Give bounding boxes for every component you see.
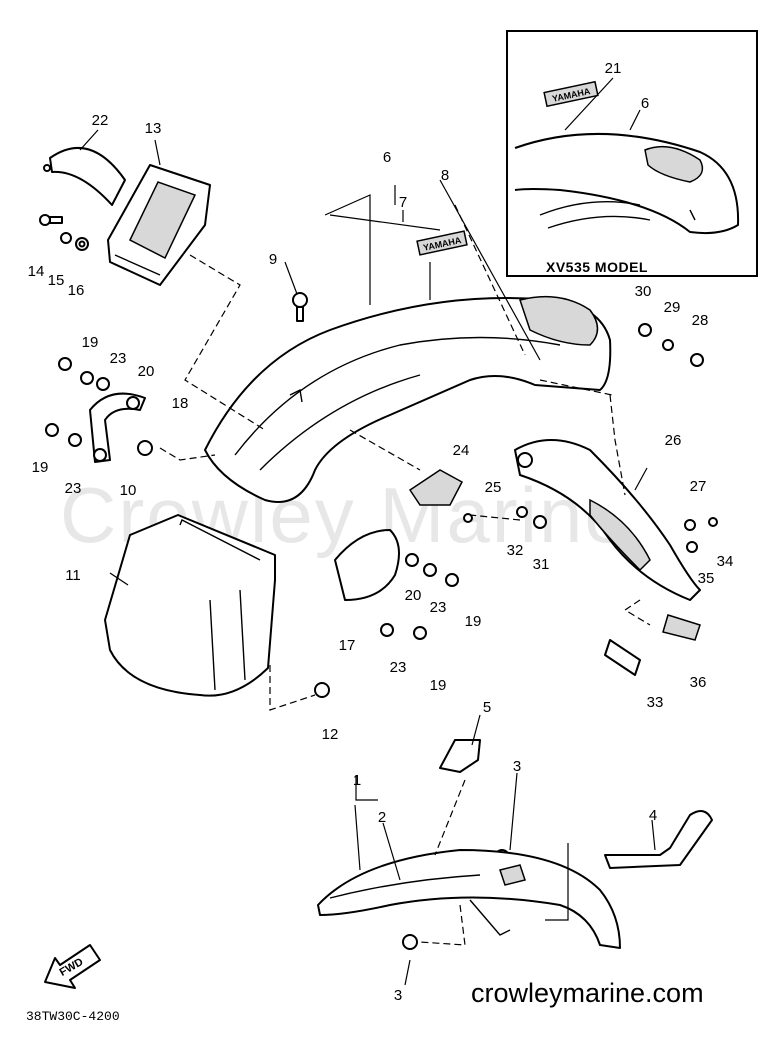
tail-lens	[43, 147, 126, 206]
site-watermark: crowleymarine.com	[471, 978, 704, 1008]
callout-30: 30	[635, 283, 652, 300]
callout-23d: 23	[390, 659, 407, 676]
fender-stay	[514, 439, 701, 601]
callout-28: 28	[692, 312, 709, 329]
callout-35: 35	[698, 570, 715, 587]
callout-8: 8	[441, 167, 449, 184]
callout-6b: 6	[641, 95, 649, 112]
callout-6a: 6	[383, 149, 391, 166]
callout-23a: 23	[110, 350, 127, 367]
callout-5: 5	[483, 699, 491, 716]
callout-4: 4	[649, 807, 657, 824]
callout-33: 33	[647, 694, 664, 711]
callout-34: 34	[717, 553, 734, 570]
assembly-lines	[159, 204, 651, 946]
callout-7: 7	[399, 194, 407, 211]
front-fender	[317, 849, 621, 949]
callout-17: 17	[339, 637, 356, 654]
callout-23c: 23	[430, 599, 447, 616]
cover-plate	[334, 529, 400, 601]
callout-9: 9	[269, 251, 277, 268]
callout-2: 2	[378, 809, 386, 826]
callout-3a: 3	[513, 758, 521, 775]
rear-fender: YAMAHA	[204, 230, 612, 503]
callouts: 1 2 3 3 4 5 6 6 7 8 9 10 11 12 13 14 15 …	[28, 60, 734, 1004]
fwd-arrow: FWD	[44, 944, 101, 989]
inset-model-label: XV535 MODEL	[546, 259, 648, 275]
leader-lines	[79, 77, 656, 986]
callout-14: 14	[28, 263, 45, 280]
rear-flap	[104, 514, 276, 697]
plate-pad	[662, 614, 701, 641]
callout-26: 26	[665, 432, 682, 449]
callout-19a: 19	[82, 334, 99, 351]
callout-16: 16	[68, 282, 85, 299]
callout-1: 1	[353, 772, 361, 789]
callout-21: 21	[605, 60, 622, 77]
clamp	[408, 469, 464, 506]
callout-24: 24	[453, 442, 470, 459]
callout-19c: 19	[465, 613, 482, 630]
inset-decal	[543, 80, 599, 108]
callout-19b: 19	[32, 459, 49, 476]
callout-20a: 20	[138, 363, 155, 380]
inset-fender: YAMAHA	[514, 80, 740, 235]
callout-15: 15	[48, 272, 65, 289]
part-code: 38TW30C-4200	[26, 1009, 120, 1024]
callout-19d: 19	[430, 677, 447, 694]
callout-22: 22	[92, 112, 109, 129]
callout-13: 13	[145, 120, 162, 137]
callout-25: 25	[485, 479, 502, 496]
callout-12: 12	[322, 726, 339, 743]
callout-18: 18	[172, 395, 189, 412]
callout-11: 11	[65, 567, 81, 584]
fender-bracket	[604, 810, 713, 869]
callout-32: 32	[507, 542, 524, 559]
fender-stay-front	[439, 739, 481, 773]
callout-3b: 3	[394, 987, 402, 1004]
reflector-bracket	[89, 392, 146, 463]
callout-27: 27	[690, 478, 707, 495]
main-decal	[416, 230, 468, 256]
callout-23b: 23	[65, 480, 82, 497]
plate-bracket	[604, 639, 641, 676]
inset-frame	[506, 30, 758, 277]
hardware	[39, 214, 718, 950]
callout-20b: 20	[405, 587, 422, 604]
callout-29: 29	[664, 299, 681, 316]
callout-31: 31	[533, 556, 550, 573]
callout-36: 36	[690, 674, 707, 691]
callout-10: 10	[120, 482, 137, 499]
tail-light-bracket	[107, 164, 211, 286]
